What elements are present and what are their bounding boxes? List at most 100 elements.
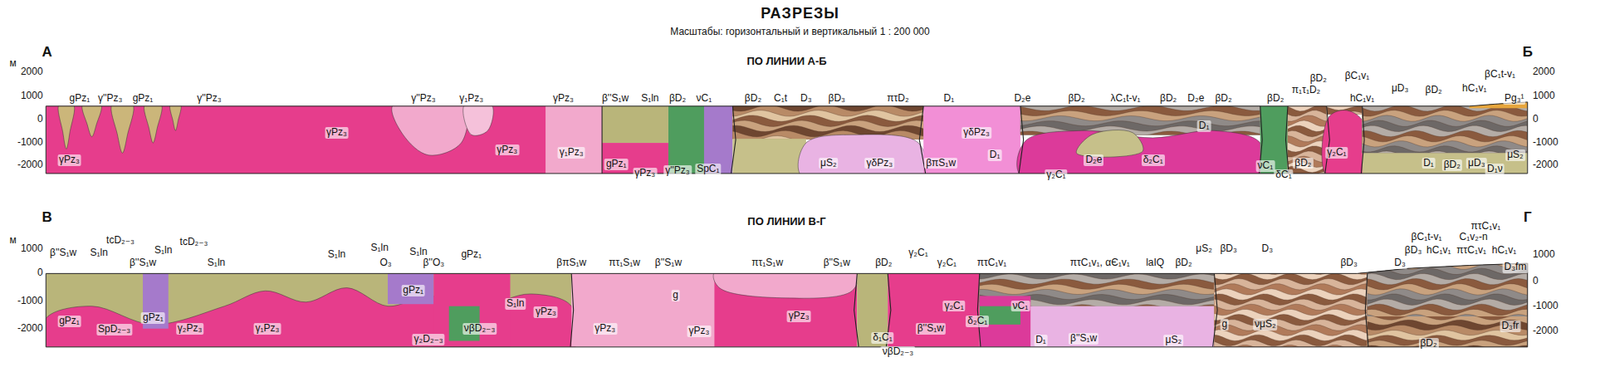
formation-label: gPz₁ [141,313,166,325]
formation-label: γ₁Pz₃ [254,322,282,335]
formation-label: λC₁t-v₁ [1108,92,1142,105]
stratum [1367,330,1528,353]
stratum [1362,105,1528,154]
formation-label: δ₂C₁ [1141,154,1165,167]
formation-label: β''S₁w [915,322,946,335]
formation-label: βC₁t-v₁ [1482,68,1517,81]
stratum [1287,156,1327,176]
section-outline [45,263,1527,348]
formation-label: β''S₁w [822,257,852,270]
formation-label: gPz₁ [401,284,426,297]
formation-label: S₁ln [639,92,661,105]
stratum [1213,345,1367,353]
formation-label: πτC₁v₁, αЄ₁v₁ [1068,257,1132,270]
stratum [1213,324,1367,353]
stratum [1367,345,1528,353]
formation-label: γPz₃ [494,144,519,157]
layered-strata [1287,97,1327,177]
stratum [1287,125,1327,176]
formation-label: β''O₃ [420,257,446,270]
layered-strata [732,97,924,139]
stratum [1367,244,1528,317]
formation-label: hC₁v₁ [1460,83,1488,95]
formation-label: μS₂ [818,157,839,170]
formation-label: γδPz₃ [865,157,896,170]
formation-label: νC₁ [694,92,715,105]
axis-label: 0 [1532,113,1539,126]
stratum [1362,130,1528,153]
formation-label: β''S₁w [127,257,158,270]
formation-label: γ₁Pz₃ [457,92,485,105]
stratum [1287,135,1327,176]
formation-label: SpC₁ [694,163,721,176]
stratum [732,97,924,139]
stratum [1213,303,1367,353]
stratum [1213,298,1367,353]
formation-label: πτD₂ [885,92,911,105]
formation-label: γ₂C₁ [1044,169,1067,182]
formation-label: βD₃ [1338,257,1359,270]
formation-label: D₁ [1421,157,1436,170]
formation-label: hC₁v₁ [1348,92,1376,105]
stratum [1362,97,1528,154]
stratum [1213,278,1367,353]
stratum [1287,115,1327,176]
stratum [1367,350,1528,353]
formation-label: S₁ln [326,249,348,261]
formation-label: hC₁v₁ [1424,244,1453,257]
formation-label: βD₂ [1442,159,1463,172]
stratum [1287,97,1327,177]
stratum [1287,99,1327,176]
stratum [1213,339,1367,353]
formation-label: β''S₁w [653,257,684,270]
formation-label: tcD₂₋₃ [104,234,137,247]
rock-body [714,244,857,353]
formation-label: D₂e [1185,92,1206,105]
formation-label: βC₁t-v₁ [1409,231,1444,244]
rock-body [545,97,602,177]
fault-line [977,273,981,347]
section-end-letter: Г [1523,209,1532,226]
stratum [1362,110,1528,154]
formation-label: γ''Pz₃ [195,92,223,105]
formation-label: πτC₁v₁ [1468,220,1503,233]
stratum [1367,268,1528,317]
formation-label: βπS₁w [924,157,958,170]
formation-label: γPz₃ [324,127,349,139]
formation-label: tcD₂₋₃ [178,237,211,250]
formation-label: γ₂C₁ [1325,146,1348,159]
stratum [1213,273,1367,353]
formation-label: βπS₁w [554,257,588,270]
stratum [1362,135,1528,153]
rock-body [45,97,546,177]
formation-label: νμS₂ [1252,318,1278,331]
formation-label: πτ₁S₁w [749,257,785,270]
rock-body [1362,152,1528,176]
axis-label: -2000 [1532,159,1559,172]
formation-label: β''S₁w [600,92,631,105]
layered-strata [1020,97,1261,135]
stratum [1362,120,1528,153]
intrusion [143,102,162,143]
stratum [1362,146,1528,154]
formation-label: D₁ [1197,120,1212,133]
formation-label: βD₃ [1403,244,1424,257]
section-panel-fill [45,89,1532,192]
stratum [1287,120,1327,176]
stratum [1367,248,1528,317]
section-end-letter: А [41,44,52,61]
stratum [1213,329,1367,353]
formation-label: μS₂ [1505,149,1526,162]
formation-label: γPz₃ [632,167,657,180]
formation-label: O₃ [377,257,393,270]
formation-label: βD₂ [743,92,764,105]
formation-label: D₂e [1012,92,1033,105]
formation-label: g [670,289,681,302]
intrusion [169,102,182,132]
formation-label: βD₂ [1265,92,1286,105]
formation-label: γδPz₃ [961,127,992,139]
stratum [1287,110,1327,177]
formation-label: μS₂ [1193,243,1214,255]
intrusion [82,102,103,138]
formation-label: D₃fm [1502,261,1529,274]
